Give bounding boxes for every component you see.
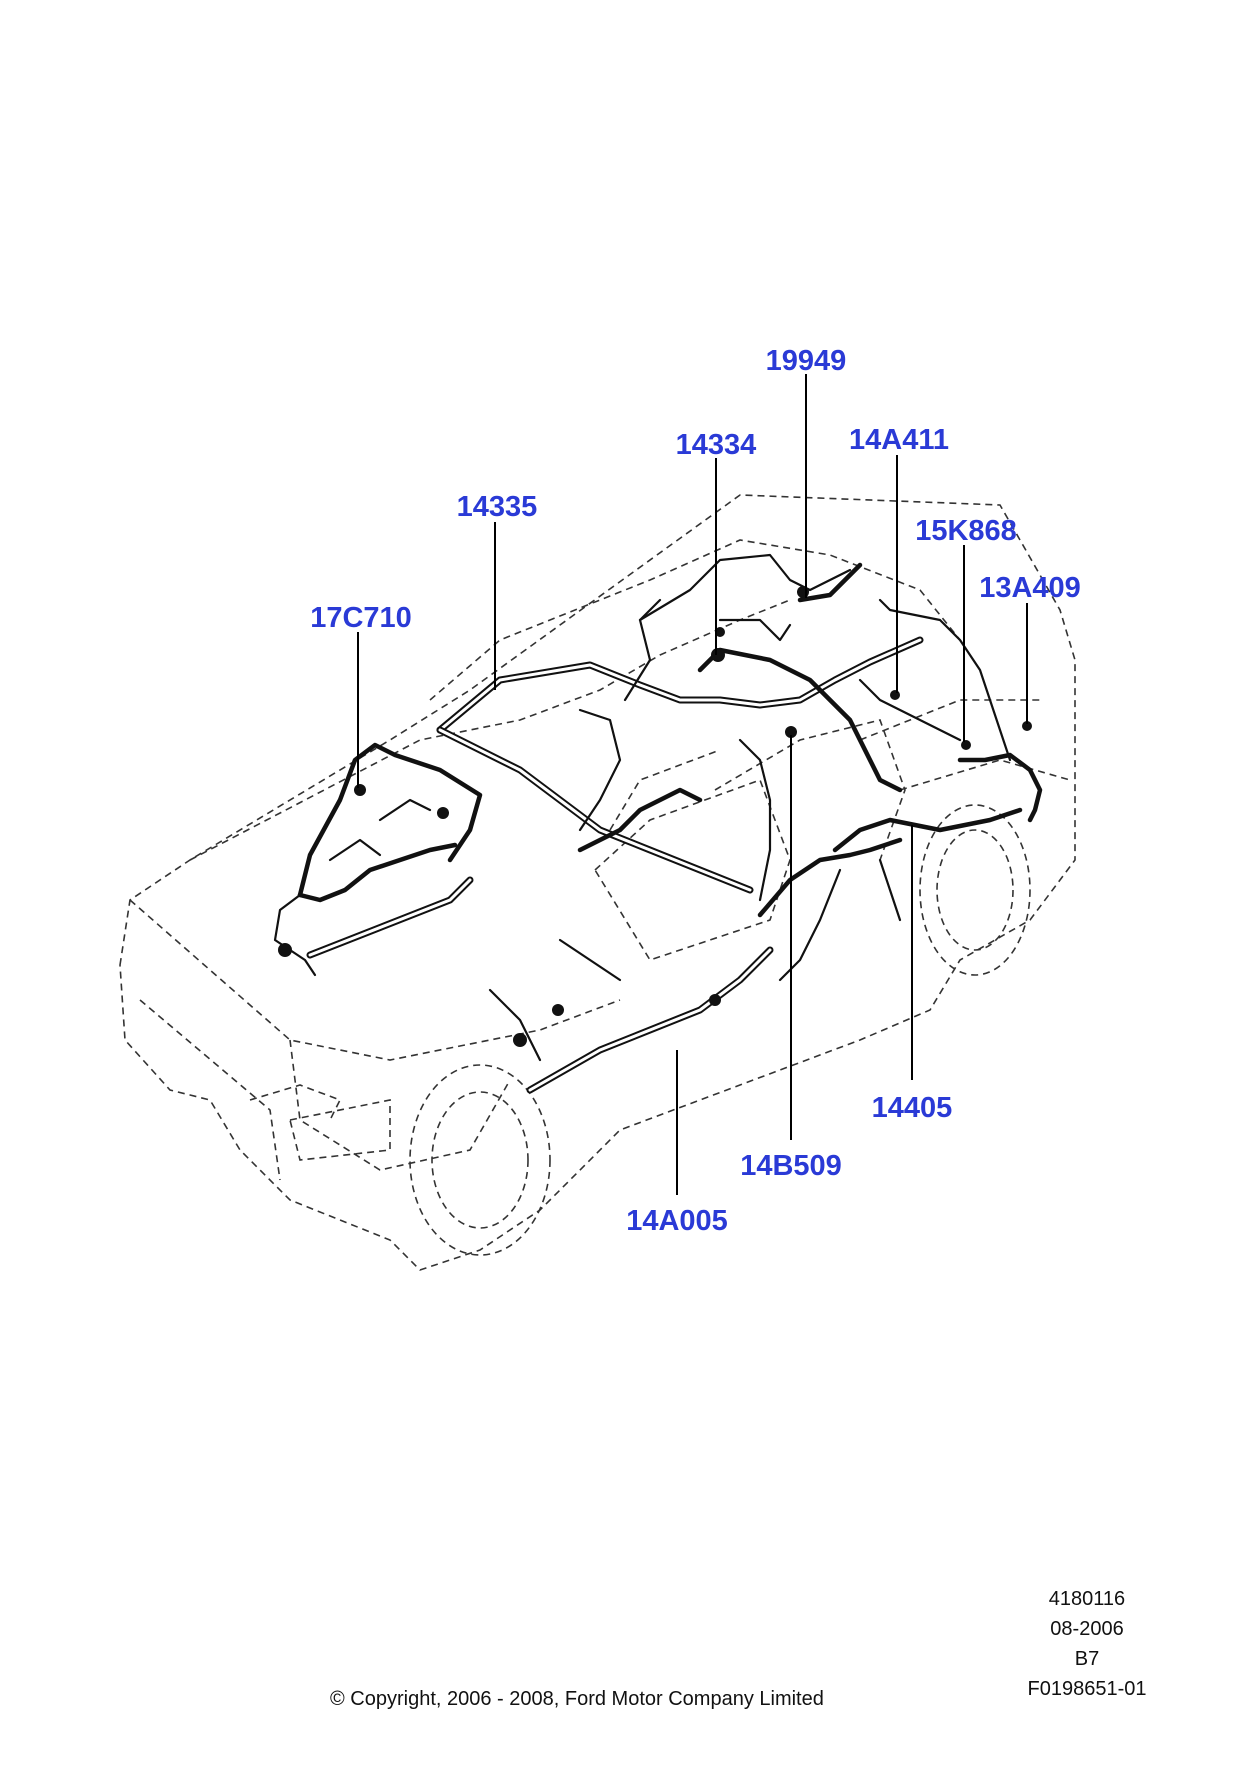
callout-labels: 19949 14334 14A411 14335 15K868 13A409 1… [310, 345, 1081, 1237]
vehicle-body-outline [119, 494, 1076, 1271]
callout-14A411: 14A411 [849, 424, 949, 456]
callout-17C710: 17C710 [310, 602, 412, 634]
callout-14405: 14405 [872, 1092, 953, 1124]
callout-14334: 14334 [676, 429, 757, 461]
callout-14335: 14335 [457, 491, 538, 523]
callout-14B509: 14B509 [740, 1150, 842, 1182]
illustration-date: 08-2006 [1050, 1618, 1124, 1640]
harness-routing [273, 553, 1043, 1094]
illustration-number: 4180116 [1048, 1588, 1126, 1610]
callout-15K868: 15K868 [915, 515, 1017, 547]
leader-lines [357, 374, 1028, 1195]
callout-19949: 19949 [766, 345, 847, 377]
figure-id: F0198651-01 [1027, 1678, 1147, 1700]
copyright-notice: © Copyright, 2006 - 2008, Ford Motor Com… [330, 1688, 824, 1710]
callout-14A005: 14A005 [626, 1205, 728, 1237]
callout-13A409: 13A409 [979, 572, 1081, 604]
revision-code: B7 [1074, 1648, 1100, 1670]
